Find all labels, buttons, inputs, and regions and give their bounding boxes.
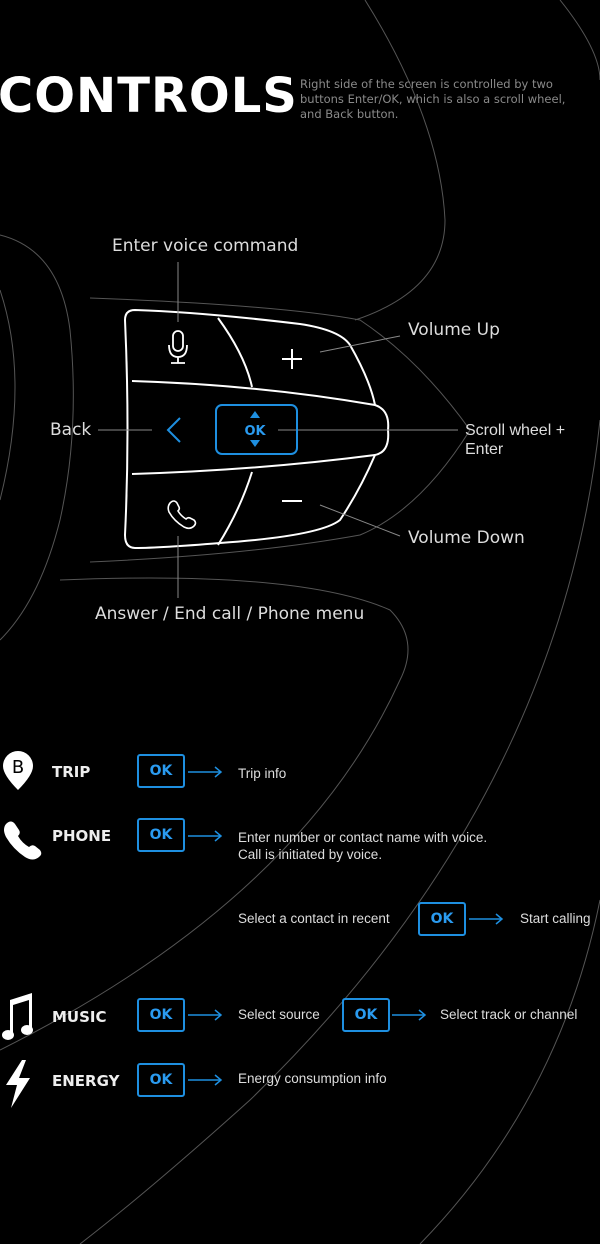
page-title: CONTROLS <box>0 68 298 124</box>
phone-ok-button[interactable]: OK <box>137 818 185 852</box>
music-source-ok-button[interactable]: OK <box>342 998 390 1032</box>
callout-phone: Answer / End call / Phone menu <box>95 604 365 624</box>
control-pad <box>123 308 390 550</box>
music-note-icon <box>2 993 33 1040</box>
callout-scroll: Scroll wheel + Enter <box>465 422 566 458</box>
microphone-icon <box>168 330 188 364</box>
callout-volume-up: Volume Up <box>408 320 500 340</box>
phone-handset-icon <box>4 821 42 860</box>
phone-alt-step: Select a contact in recent <box>238 911 390 926</box>
music-result: Select track or channel <box>440 1007 578 1022</box>
plus-icon <box>282 349 302 369</box>
callout-back: Back <box>50 420 92 440</box>
trip-ok-button[interactable]: OK <box>137 754 185 788</box>
energy-ok-button[interactable]: OK <box>137 1063 185 1097</box>
back-chevron-icon <box>166 417 181 443</box>
trip-pin-icon: B <box>3 751 33 790</box>
music-step: Select source <box>238 1007 320 1022</box>
callout-volume-down: Volume Down <box>408 528 525 548</box>
arrow-down-icon <box>250 440 260 447</box>
flow-arrows <box>188 766 504 1086</box>
menu-trip-label: TRIP <box>52 763 91 781</box>
energy-result: Energy consumption info <box>238 1071 387 1086</box>
ok-label: OK <box>244 424 266 439</box>
menu-energy-label: ENERGY <box>52 1072 120 1090</box>
music-ok-button[interactable]: OK <box>137 998 185 1032</box>
svg-text:B: B <box>12 757 24 778</box>
phone-alt-result: Start calling <box>520 911 591 926</box>
menu-music-label: MUSIC <box>52 1008 107 1026</box>
callout-voice: Enter voice command <box>112 236 299 256</box>
phone-alt-ok-button[interactable]: OK <box>418 902 466 936</box>
phone-icon <box>167 500 197 530</box>
phone-result-line1: Enter number or contact name with voice. <box>238 830 488 845</box>
phone-result-line2: Call is initiated by voice. <box>238 847 383 862</box>
trip-result: Trip info <box>238 766 287 781</box>
ok-scroll-button <box>215 404 298 455</box>
menu-phone-label: PHONE <box>52 827 112 845</box>
lightning-icon <box>6 1060 30 1108</box>
arrow-up-icon <box>250 411 260 418</box>
page-description: Right side of the screen is controlled b… <box>300 77 566 121</box>
